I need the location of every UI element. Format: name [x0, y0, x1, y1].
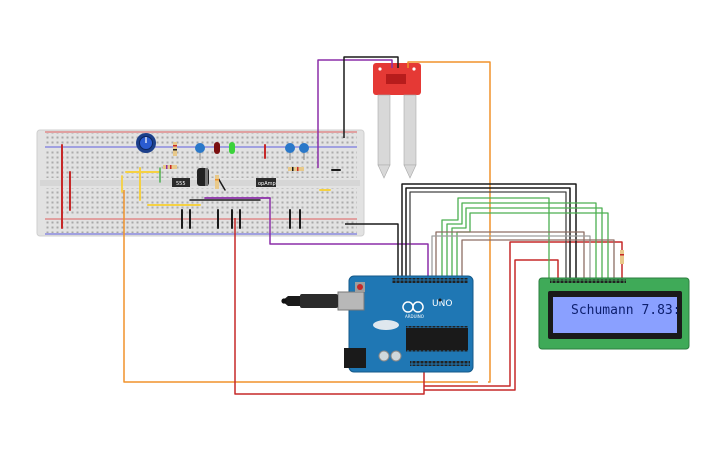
resistor-4	[215, 175, 219, 189]
capacitor-blue-1	[195, 143, 205, 160]
capacitor-blue-2	[285, 143, 295, 160]
chip-555-label: 555	[176, 181, 186, 187]
electrolytic-capacitor	[197, 168, 209, 186]
capacitor-blue-3	[299, 143, 309, 160]
lcd-module: Schumann 7.83:	[538, 250, 690, 350]
chip-555: 555	[172, 178, 190, 187]
led-green	[229, 142, 235, 154]
resistor-3	[288, 167, 304, 171]
led-red	[214, 142, 220, 154]
chip-opamp-label: opAmp	[258, 181, 276, 187]
soil-moisture-sensor	[373, 63, 421, 179]
resistor-2	[163, 165, 177, 169]
potentiometer	[136, 133, 156, 153]
breadboard-jumpers	[61, 144, 341, 229]
arduino-uno: UNO ARDUINO	[281, 275, 474, 373]
resistor-1	[173, 142, 177, 156]
lcd-display-text: Schumann 7.83:	[571, 303, 681, 318]
chip-opamp: opAmp	[256, 178, 276, 187]
arduino-brand-label: ARDUINO	[405, 314, 424, 319]
arduino-model-label: UNO	[432, 299, 452, 309]
wires	[123, 56, 623, 395]
